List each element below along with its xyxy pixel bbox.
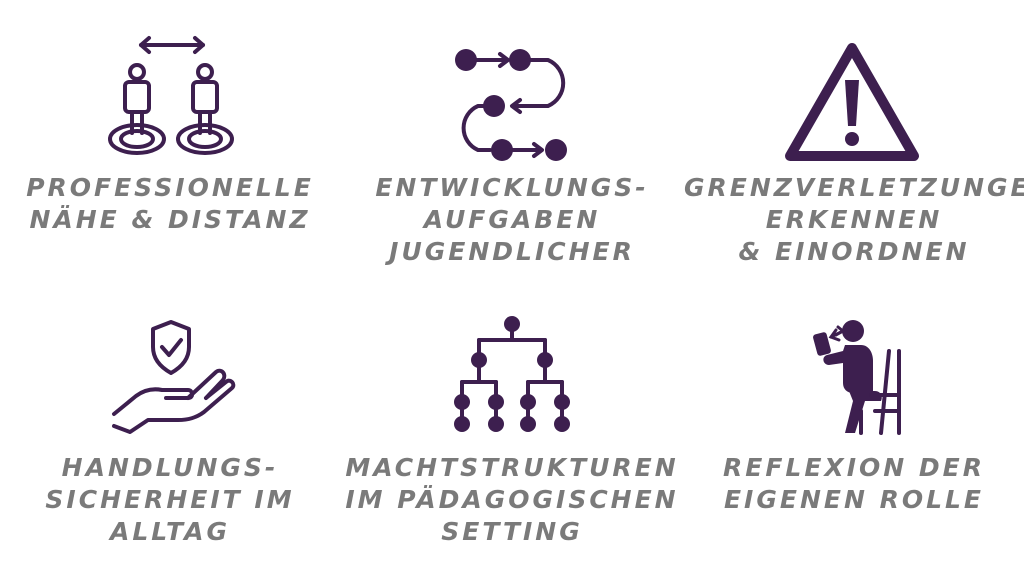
- people-distance-icon: [108, 36, 234, 155]
- person-mirror-reflection-icon: [813, 320, 901, 435]
- warning-triangle-icon: [785, 43, 919, 161]
- tile-caption: MACHTSTRUKTUREN IM PÄDAGOGISCHEN SETTING: [345, 453, 679, 546]
- tile-caption: ENTWICKLUNGS- AUFGABEN JUGENDLICHER: [375, 173, 649, 266]
- flow-path-icon: [455, 49, 567, 161]
- hierarchy-tree-icon: [454, 316, 570, 432]
- tile-caption: REFLEXION DER EIGENEN ROLLE: [723, 453, 985, 514]
- tile-caption: PROFESSIONELLE NÄHE & DISTANZ: [26, 173, 314, 234]
- tile-caption: HANDLUNGS- SICHERHEIT IM ALLTAG: [45, 453, 295, 546]
- hand-shield-check-icon: [112, 320, 236, 434]
- tile-caption: GRENZVERLETZUNGEN ERKENNEN & EINORDNEN: [684, 173, 1024, 266]
